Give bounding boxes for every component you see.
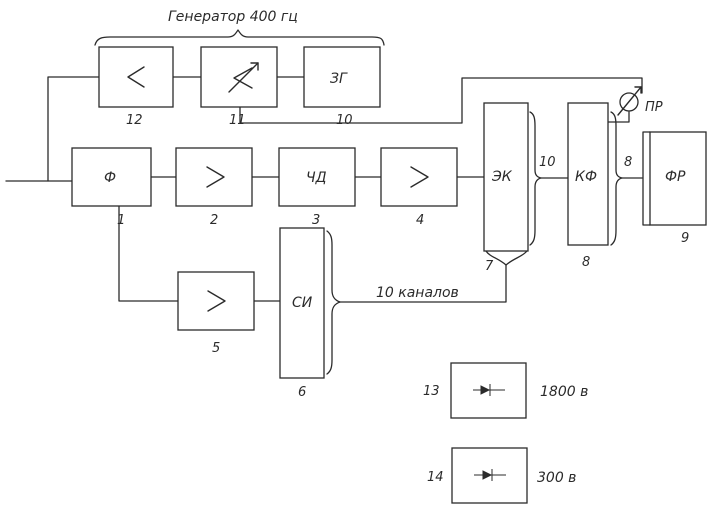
block-3-chd: ЧД 3 (278, 147, 356, 228)
block-10-number: 10 (336, 113, 353, 128)
block-2-number: 2 (210, 213, 218, 228)
diode-icon (473, 384, 505, 396)
wires (5, 76, 651, 375)
channels-note: 10 каналов (376, 285, 459, 301)
meter-pr: ПР (617, 86, 663, 116)
block-8-label: КФ (575, 169, 597, 185)
block-7-ek: ЭК 7 (483, 102, 529, 274)
amplifier-right-icon (410, 166, 429, 188)
diode-icon (474, 469, 506, 481)
block-2-amplifier: 2 (175, 147, 253, 228)
diode-13: 13 1800 в (423, 362, 588, 419)
block-12-number: 12 (126, 113, 143, 128)
wire-label-ek-kf: 10 (539, 155, 556, 170)
block-9-fr: ФР 9 (649, 131, 707, 246)
diode-14-number: 14 (427, 470, 444, 485)
block-5-number: 5 (212, 341, 220, 356)
block-1-number: 1 (117, 213, 125, 228)
meter-arrow-icon (617, 86, 642, 116)
block-7-label: ЭК (491, 169, 513, 185)
block-4-amplifier: 4 (380, 147, 458, 228)
block-8-number: 8 (582, 255, 590, 270)
meter-label: ПР (645, 100, 663, 115)
diode-13-voltage: 1800 в (540, 384, 588, 400)
block-8-kf: КФ 8 (567, 102, 609, 270)
block-1-label: Ф (104, 170, 116, 186)
block-3-label: ЧД (306, 170, 327, 186)
diode-14: 14 300 в (427, 447, 576, 504)
diode-14-voltage: 300 в (537, 470, 576, 486)
block-11-number: 11 (229, 113, 246, 128)
generator-brace (94, 29, 385, 46)
block-9-label: ФР (665, 169, 686, 185)
variable-element-icon (233, 67, 253, 89)
block-7-number: 7 (485, 259, 494, 274)
block-6-number: 6 (298, 385, 306, 400)
block-4-number: 4 (416, 213, 424, 228)
amplifier-right-icon (207, 290, 226, 312)
amplifier-left-icon (127, 66, 145, 88)
diode-13-number: 13 (423, 384, 440, 399)
block-10-zg: ЗГ 10 (303, 46, 381, 128)
block-6-si: СИ 6 (279, 227, 325, 400)
wire-label-kf-fr: 8 (624, 155, 632, 170)
generator-title: Генератор 400 гц (168, 9, 298, 25)
block-6-label: СИ (292, 295, 313, 311)
block-9-number: 9 (681, 231, 689, 246)
block-1-f: Ф 1 (71, 147, 152, 228)
block-5-amplifier: 5 (177, 271, 255, 356)
amplifier-right-icon (206, 166, 225, 188)
block-11-variable-element: 11 (200, 46, 278, 128)
block-12-amplifier: 12 (98, 46, 174, 128)
block-3-number: 3 (312, 213, 320, 228)
block-10-label: ЗГ (330, 71, 348, 87)
